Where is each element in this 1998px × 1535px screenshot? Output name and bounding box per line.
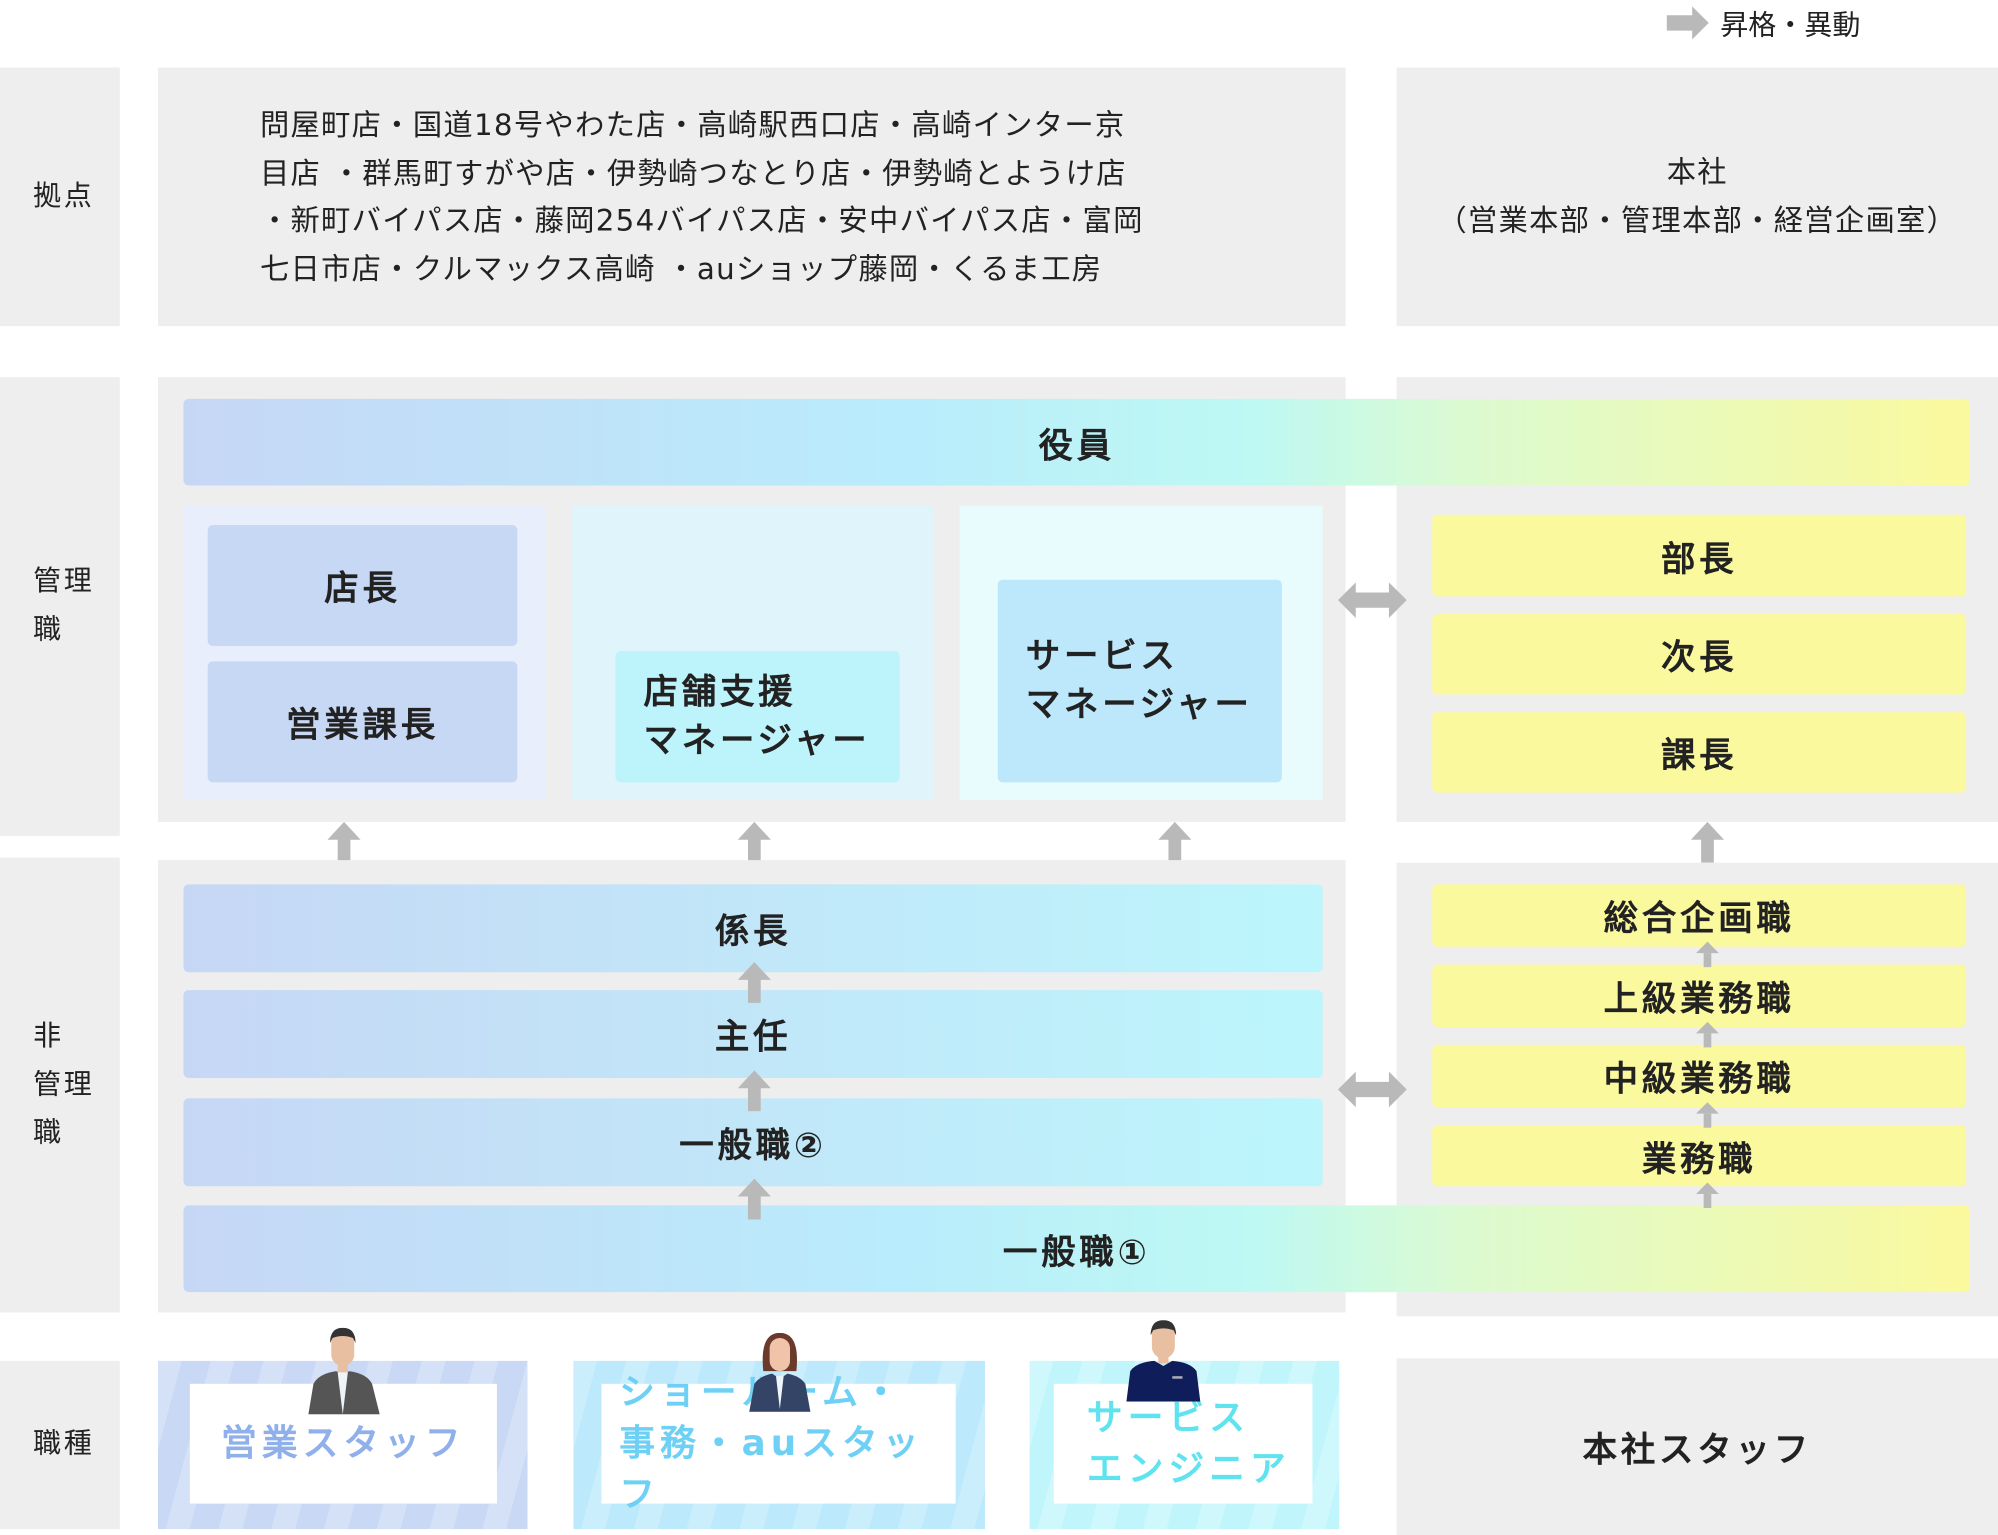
showroom-staff-avatar-icon bbox=[749, 1332, 811, 1412]
sales-manager-box: 営業課長 bbox=[207, 661, 518, 783]
salesman-avatar-icon bbox=[308, 1327, 380, 1415]
hq-departments: （営業本部・管理本部・経営企画室） bbox=[1437, 205, 1958, 239]
label-line: 事務・auスタッフ bbox=[619, 1422, 924, 1516]
row-label-text: 管理 bbox=[33, 1068, 95, 1101]
general-1-bar: 一般職① bbox=[183, 1205, 1970, 1293]
stores-line: 七日市店・クルマックス高崎 ・auショップ藤岡・くるま工房 bbox=[259, 252, 1103, 287]
legend-label: 昇格・異動 bbox=[1720, 10, 1861, 43]
promotion-up-arrow-icon bbox=[1696, 1021, 1719, 1048]
promotion-up-arrow-icon bbox=[737, 962, 771, 1003]
row-label-text: 職 bbox=[33, 1116, 64, 1149]
hq-section-manager-box: 課長 bbox=[1432, 712, 1967, 793]
hq-deputy-manager-box: 次長 bbox=[1432, 614, 1967, 695]
promotion-up-arrow-icon bbox=[1696, 1182, 1719, 1208]
service-engineer-label: サービス エンジニア bbox=[1053, 1383, 1313, 1504]
service-manager-box: サービス マネージャー bbox=[997, 579, 1282, 783]
promotion-up-arrow-icon bbox=[737, 1178, 771, 1220]
stores-line: 問屋町店・国道18号やわた店・高崎駅西口店・高崎インター京 bbox=[259, 109, 1126, 143]
hq-staff-card: 本社スタッフ bbox=[1396, 1358, 1998, 1535]
box-line: マネージャー bbox=[643, 720, 871, 761]
promotion-up-arrow-icon bbox=[1158, 821, 1192, 863]
stores-list-panel: 問屋町店・国道18号やわた店・高崎駅西口店・高崎インター京 目店 ・群馬町すがや… bbox=[158, 67, 1346, 327]
transfer-arrow-icon bbox=[1337, 1071, 1407, 1108]
hq-name: 本社 bbox=[1666, 156, 1728, 190]
hq-mid-staff-box: 中級業務職 bbox=[1432, 1044, 1967, 1108]
row-label-non-management: 非 管理 職 bbox=[0, 857, 120, 1313]
box-line: サービス bbox=[1025, 636, 1179, 676]
hq-planning-box: 総合企画職 bbox=[1432, 884, 1967, 947]
row-label-text: 非 bbox=[33, 1020, 64, 1052]
stores-line: ・新町バイパス店・藤岡254バイパス店・安中バイパス店・富岡 bbox=[259, 205, 1144, 239]
promotion-up-arrow-icon bbox=[1696, 1102, 1719, 1128]
row-label-text: 職種 bbox=[33, 1428, 95, 1461]
box-line: マネージャー bbox=[1025, 684, 1253, 725]
promotion-arrow-icon bbox=[1666, 6, 1709, 40]
label-text: 営業スタッフ bbox=[221, 1422, 466, 1465]
transfer-arrow-icon bbox=[1337, 582, 1407, 619]
row-label-text: 管理職 bbox=[33, 565, 95, 647]
store-support-manager-box: 店舗支援 マネージャー bbox=[615, 651, 900, 783]
executive-bar: 役員 bbox=[183, 398, 1970, 486]
row-label-text: 拠点 bbox=[33, 180, 95, 213]
chief-bar: 係長 bbox=[183, 884, 1323, 973]
box-line: 店舗支援 bbox=[643, 672, 797, 712]
hq-general-manager-box: 部長 bbox=[1432, 514, 1967, 597]
legend: 昇格・異動 bbox=[1666, 3, 1861, 44]
promotion-up-arrow-icon bbox=[737, 821, 771, 863]
stores-line: 目店 ・群馬町すがや店・伊勢崎つなとり店・伊勢崎とようけ店 bbox=[259, 157, 1127, 191]
row-label-bases: 拠点 bbox=[0, 67, 120, 327]
hq-staff-box: 業務職 bbox=[1432, 1125, 1967, 1187]
label-line: エンジニア bbox=[1086, 1447, 1291, 1490]
service-engineer-avatar-icon bbox=[1126, 1320, 1201, 1402]
promotion-up-arrow-icon bbox=[737, 1070, 771, 1112]
row-label-job-type: 職種 bbox=[0, 1360, 120, 1530]
lead-bar: 主任 bbox=[183, 990, 1323, 1078]
store-manager-box: 店長 bbox=[207, 524, 518, 647]
headquarters-panel: 本社 （営業本部・管理本部・経営企画室） bbox=[1396, 67, 1998, 327]
promotion-up-arrow-icon bbox=[327, 821, 361, 863]
hq-senior-staff-box: 上級業務職 bbox=[1432, 964, 1967, 1028]
row-label-management: 管理職 bbox=[0, 377, 120, 836]
general-2-bar: 一般職② bbox=[183, 1098, 1323, 1187]
label-line: サービス bbox=[1086, 1396, 1251, 1439]
promotion-up-arrow-icon bbox=[1690, 821, 1725, 863]
promotion-up-arrow-icon bbox=[1696, 941, 1719, 968]
